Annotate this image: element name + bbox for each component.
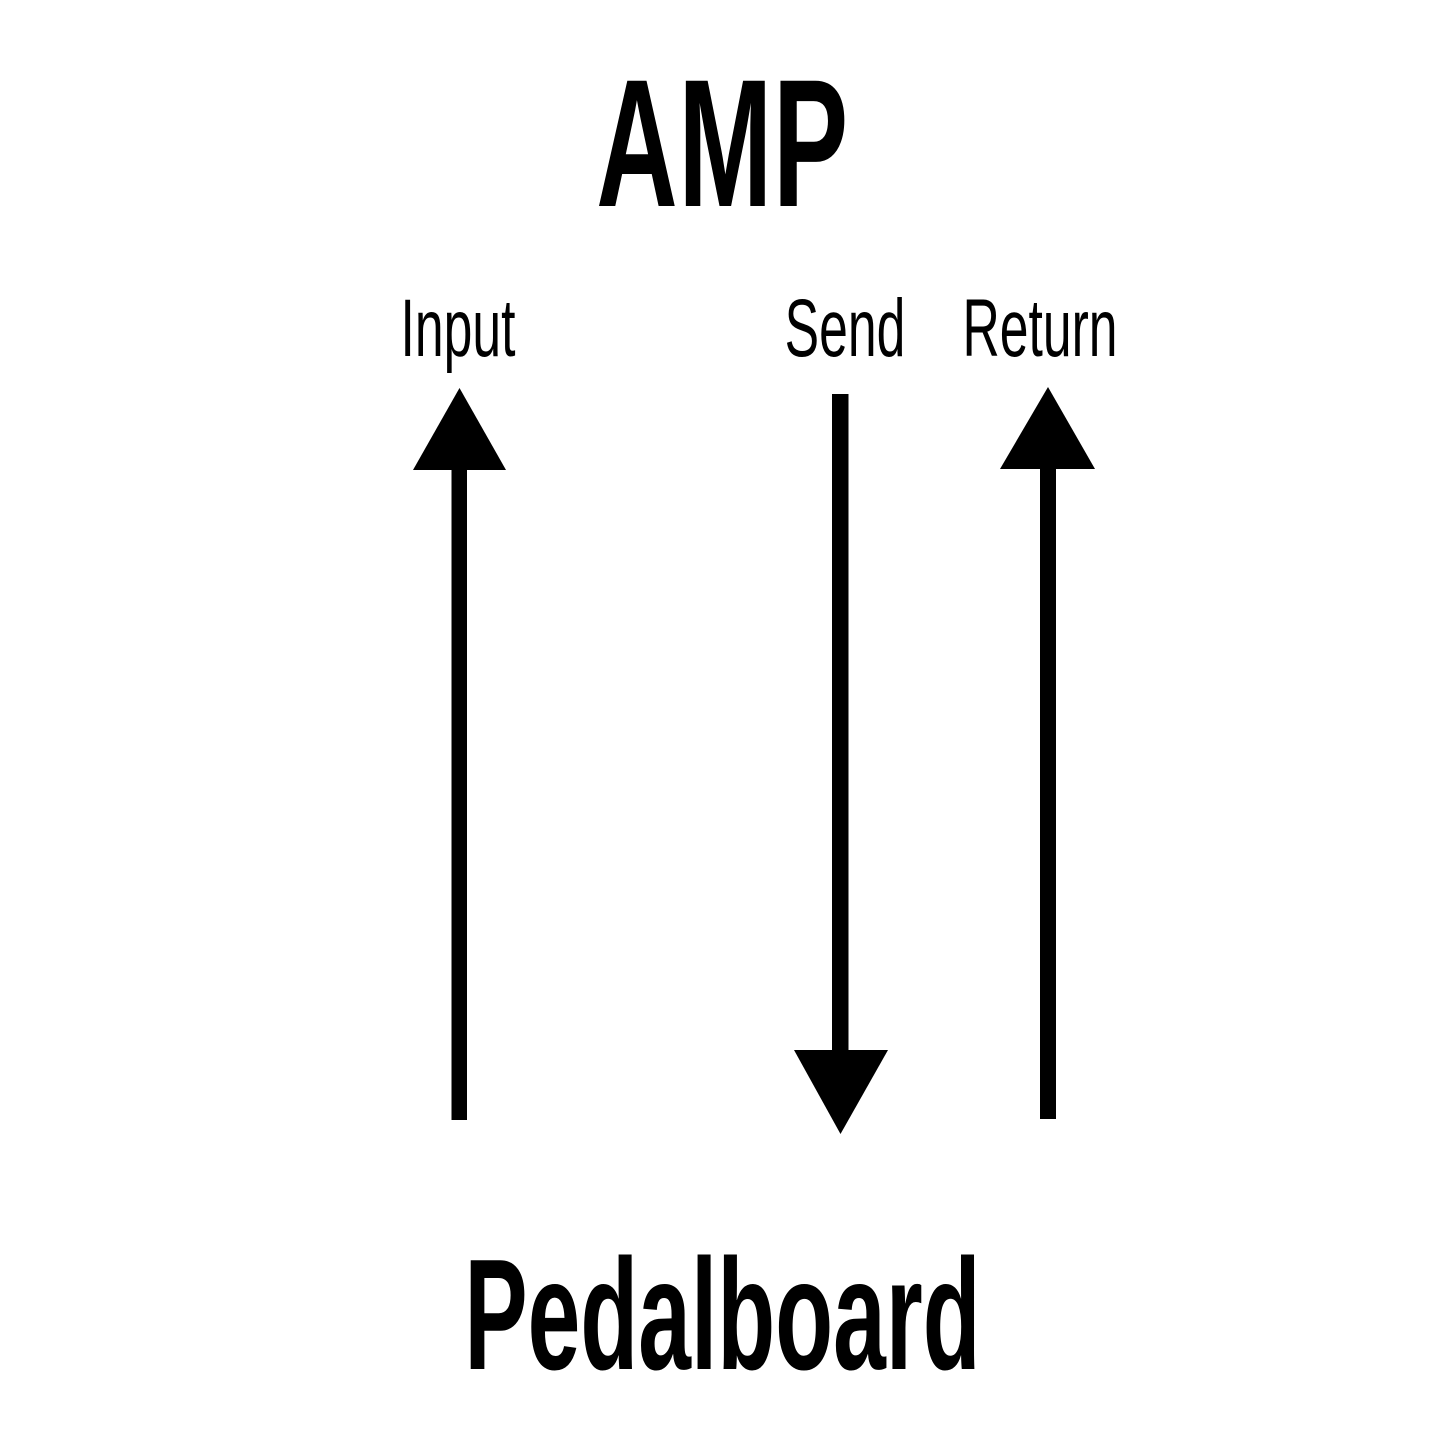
send-arrow-shaft [832, 394, 849, 1056]
send-arrowhead-down-icon [794, 1050, 888, 1134]
signal-label-return: Return [962, 283, 1118, 374]
signal-label-input: Input [400, 283, 516, 374]
return-arrow-shaft [1040, 455, 1056, 1119]
signal-arrow-input [413, 388, 506, 1120]
input-arrow-shaft [451, 455, 467, 1120]
signal-arrow-return [1000, 387, 1095, 1119]
page-title: AMP [596, 41, 849, 245]
return-arrowhead-up-icon [1000, 387, 1095, 469]
footer-title: Pedalboard [464, 1227, 981, 1403]
signal-label-send: Send [784, 283, 906, 374]
input-arrowhead-up-icon [413, 388, 506, 470]
signal-arrow-send [794, 394, 888, 1134]
